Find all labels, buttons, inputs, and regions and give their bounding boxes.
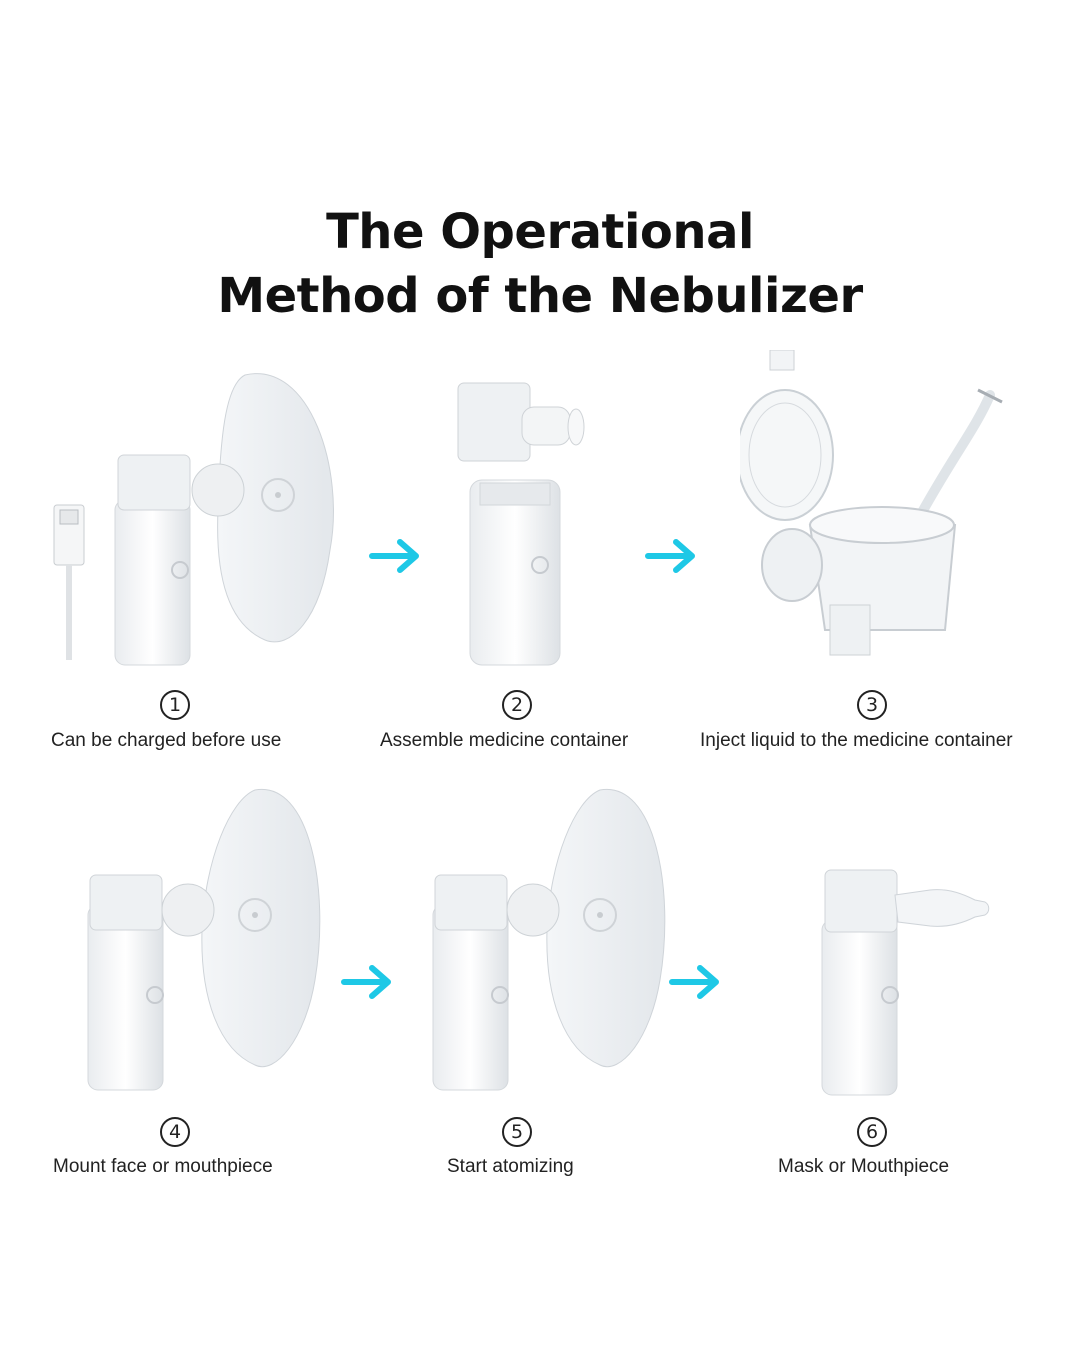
step-number-5: 5 [502, 1117, 532, 1147]
arrow-right-icon [341, 965, 391, 999]
step3-illustration [740, 350, 1003, 656]
step-caption-2: Assemble medicine container [380, 730, 629, 751]
step-caption-6: Mask or Mouthpiece [778, 1156, 950, 1177]
arrow-right-icon [369, 539, 419, 573]
page-title-line1: The Operational [326, 204, 754, 260]
step-number-6: 6 [857, 1117, 887, 1147]
step-number-1: 1 [160, 690, 190, 720]
step1-illustration [53, 373, 334, 666]
step-caption-3: Inject liquid to the medicine container [700, 730, 1013, 751]
step2-illustration [457, 382, 585, 666]
step-number-4: 4 [160, 1117, 190, 1147]
step-number-2: 2 [502, 690, 532, 720]
step6-illustration [821, 869, 990, 1096]
page-title-line2: Method of the Nebulizer [217, 268, 863, 324]
step4-illustration [87, 788, 321, 1091]
step-caption-4: Mount face or mouthpiece [53, 1156, 273, 1177]
step-caption-5: Start atomizing [447, 1156, 574, 1177]
arrow-right-icon [669, 965, 719, 999]
arrow-right-icon [645, 539, 695, 573]
step5-illustration [432, 788, 666, 1091]
step-number-3: 3 [857, 690, 887, 720]
step-caption-1: Can be charged before use [51, 730, 282, 751]
